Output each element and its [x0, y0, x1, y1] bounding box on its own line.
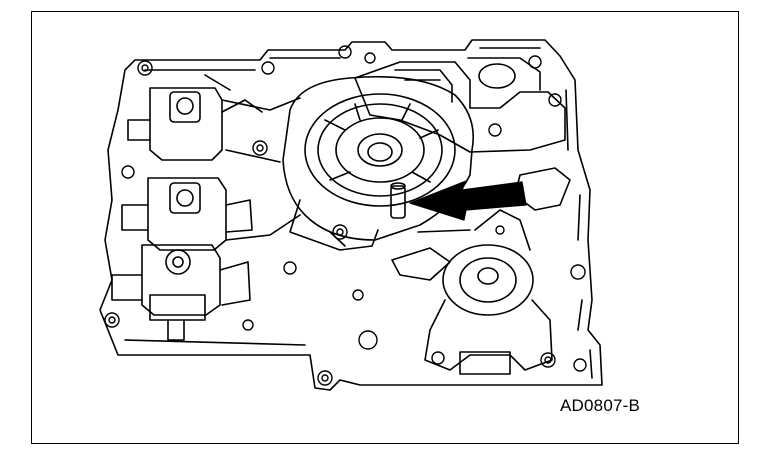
solenoid-middle	[121, 177, 253, 251]
actuator-hub	[477, 267, 499, 285]
upper-housing	[354, 61, 566, 153]
pointer-arrow	[409, 180, 527, 221]
plate-inner-edge	[124, 47, 593, 379]
pump-ring-inner	[335, 117, 425, 183]
pin-tube	[390, 185, 406, 219]
solenoid-top	[127, 74, 263, 161]
figure-code: AD0807-B	[560, 396, 641, 415]
pump-housing	[282, 75, 474, 241]
plate-outline	[99, 39, 603, 391]
figure-frame	[31, 11, 739, 444]
mounting-holes	[104, 45, 587, 386]
actuator-assembly	[391, 167, 571, 375]
pump-hub	[357, 133, 403, 167]
pump-ring-mid	[317, 103, 443, 197]
pump-ring-outer	[304, 93, 456, 207]
solenoid-bottom	[111, 244, 251, 341]
